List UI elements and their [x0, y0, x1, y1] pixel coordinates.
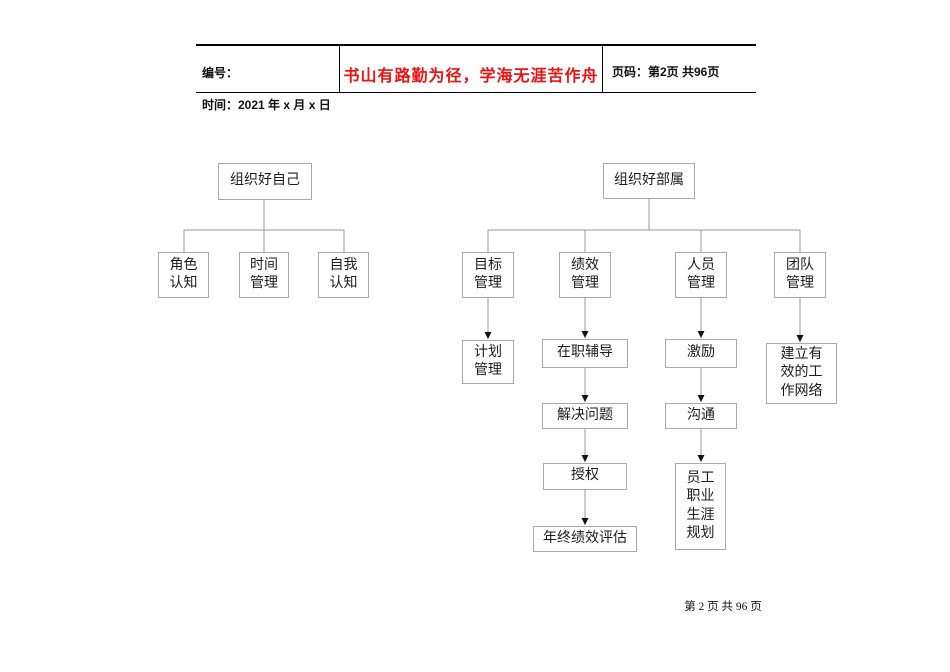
node-self-awareness: 自我 认知 — [318, 252, 369, 298]
node-people-management: 人员 管理 — [675, 252, 727, 298]
node-onjob-coaching: 在职辅导 — [542, 339, 628, 368]
node-team-management: 团队 管理 — [774, 252, 826, 298]
node-motivation: 激励 — [665, 339, 737, 368]
header-table: 编号： 时间：2021 年 x 月 x 日 书山有路勤为径，学海无涯苦作舟 页码… — [196, 44, 756, 112]
node-time-management: 时间 管理 — [239, 252, 289, 298]
node-work-network: 建立有 效的工 作网络 — [766, 343, 837, 404]
node-delegation: 授权 — [543, 463, 627, 490]
footer-page-number: 第 2 页 共 96 页 — [684, 601, 762, 613]
node-role-awareness: 角色 认知 — [158, 252, 209, 298]
node-career-planning: 员工 职业 生涯 规划 — [675, 463, 726, 550]
header-meta-cell: 编号： 时间：2021 年 x 月 x 日 — [196, 46, 339, 112]
header-page-cell: 页码：第2页 共96页 — [602, 46, 756, 92]
node-yearend-performance-review: 年终绩效评估 — [533, 526, 637, 552]
header-number-label: 编号： — [202, 66, 239, 80]
node-communication: 沟通 — [665, 403, 737, 429]
node-problem-solving: 解决问题 — [542, 403, 628, 429]
header-slogan: 书山有路勤为径，学海无涯苦作舟 — [343, 67, 599, 85]
header-page-info: 页码：第2页 共96页 — [612, 64, 720, 79]
node-organize-self: 组织好自己 — [218, 163, 312, 200]
node-performance-management: 绩效 管理 — [559, 252, 611, 298]
node-plan-management: 计划 管理 — [462, 340, 514, 384]
header-date-label: 时间：2021 年 x 月 x 日 — [202, 98, 331, 112]
node-organize-subordinates: 组织好部属 — [603, 163, 695, 199]
header-slogan-cell: 书山有路勤为径，学海无涯苦作舟 — [339, 46, 602, 92]
node-goal-management: 目标 管理 — [462, 252, 514, 298]
